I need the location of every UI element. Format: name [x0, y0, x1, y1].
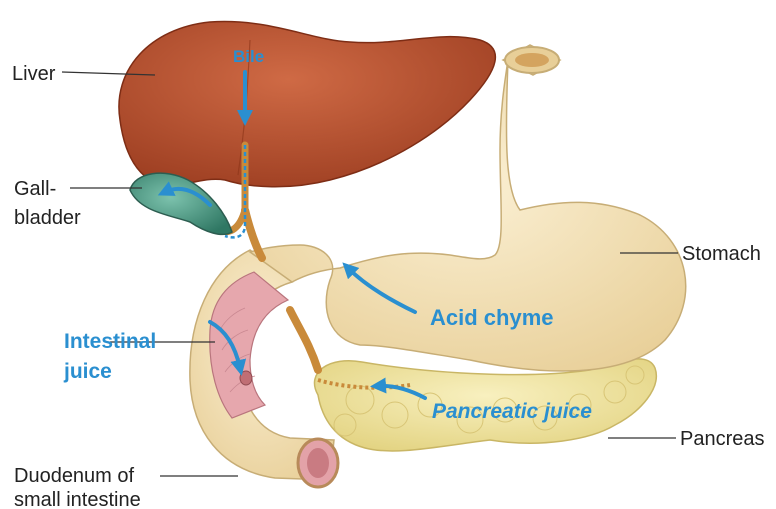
flow-label-acid-chyme: Acid chyme	[430, 305, 554, 330]
label-duodenum-line1: Duodenum of	[14, 465, 135, 487]
label-liver: Liver	[12, 63, 56, 85]
flow-label-pancreatic-juice: Pancreatic juice	[432, 400, 592, 423]
label-gallbladder-line1: Gall-	[14, 178, 56, 200]
label-stomach: Stomach	[682, 243, 761, 265]
flow-label-intestinal-juice-line2: juice	[63, 360, 112, 383]
label-gallbladder-line2: bladder	[14, 207, 81, 229]
liver	[119, 22, 495, 187]
flow-label-intestinal-juice-line1: Intestinal	[64, 330, 156, 353]
label-pancreas: Pancreas	[680, 428, 765, 450]
gallbladder	[130, 173, 232, 234]
flow-label-bile: Bile	[233, 47, 264, 66]
label-duodenum-line2: small intestine	[14, 489, 141, 509]
